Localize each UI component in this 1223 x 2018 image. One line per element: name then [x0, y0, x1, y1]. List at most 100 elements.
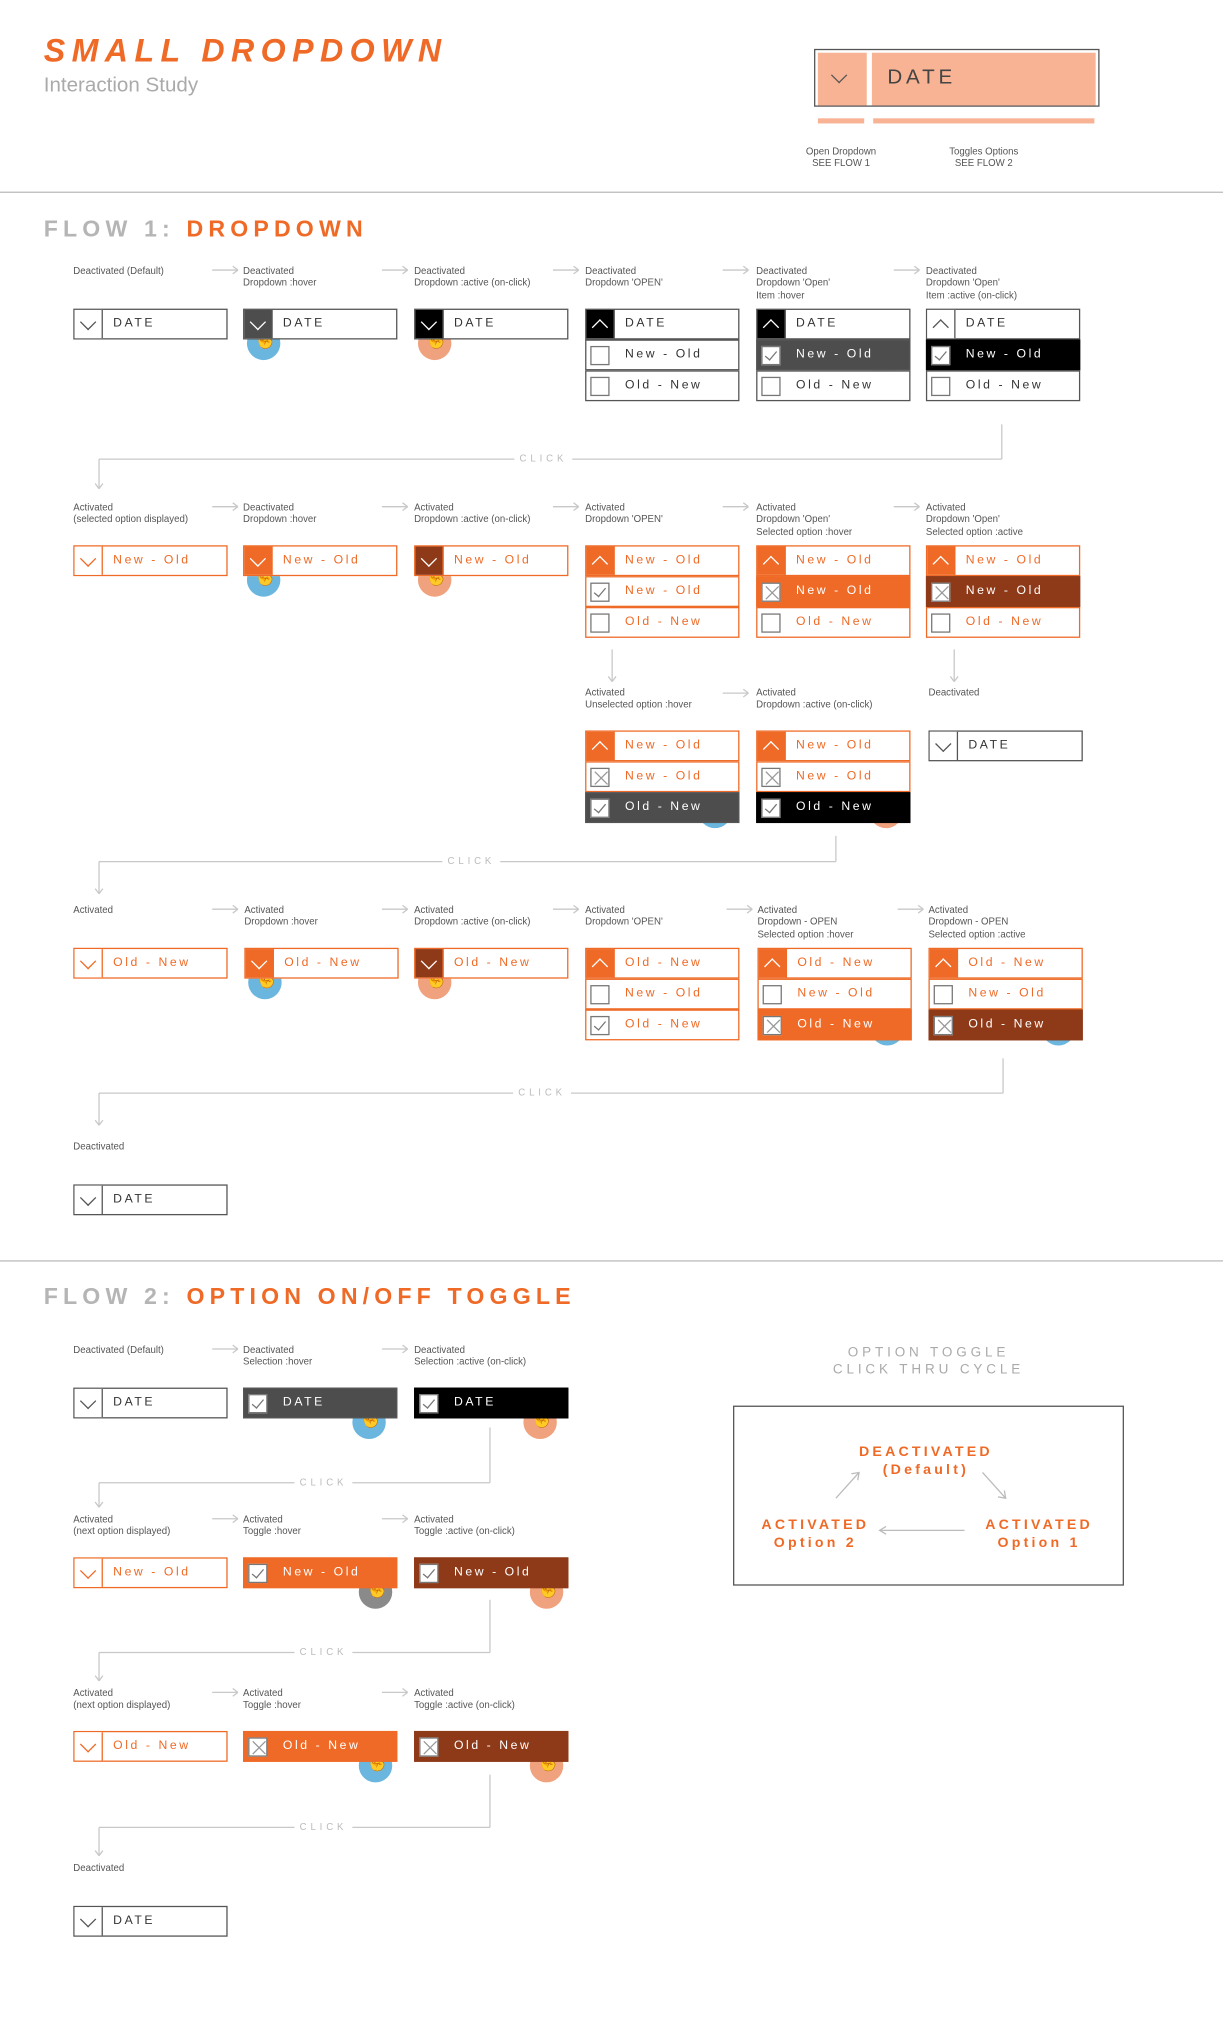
dropdown-option[interactable]: Old - New	[928, 1009, 1083, 1041]
dropdown-field[interactable]: New - Old	[414, 1557, 569, 1589]
dropdown-widget[interactable]: New - Old	[73, 1557, 228, 1589]
state-label: Activated Toggle :hover	[243, 1513, 301, 1538]
dropdown-option[interactable]: New - Old	[585, 978, 740, 1010]
dropdown-field[interactable]: New - Old	[585, 545, 740, 577]
dropdown-option[interactable]: New - Old	[925, 576, 1081, 607]
dropdown-option[interactable]: Old - New	[756, 606, 911, 638]
dropdown-option[interactable]: Old - New	[585, 1009, 740, 1041]
dropdown-option[interactable]: Old - New	[925, 606, 1081, 638]
dropdown-field[interactable]: Old - New	[928, 947, 1083, 979]
dropdown-option[interactable]: Old - New	[756, 792, 911, 824]
dropdown-field[interactable]: Old - New	[757, 947, 912, 979]
dropdown-widget[interactable]: New - Old	[243, 545, 398, 577]
dropdown-option[interactable]: New - Old	[757, 978, 912, 1010]
dropdown-field[interactable]: New - Old	[756, 545, 911, 577]
dropdown-option[interactable]: New - Old	[585, 576, 740, 607]
dropdown-field[interactable]: New - Old	[756, 730, 911, 762]
dropdown-option[interactable]: New - Old	[925, 339, 1081, 371]
dropdown-field[interactable]: New - Old	[73, 545, 228, 577]
dropdown-field[interactable]: Old - New	[243, 1730, 398, 1762]
dropdown-field[interactable]: DATE	[414, 1387, 569, 1419]
dropdown-widget[interactable]: New - Old	[414, 545, 569, 577]
connector-line	[913, 269, 920, 275]
dropdown-field[interactable]: DATE	[73, 1184, 228, 1216]
dropdown-option[interactable]: Old - New	[585, 606, 740, 638]
dropdown-field[interactable]: Old - New	[73, 947, 228, 979]
dropdown-option[interactable]: New - Old	[756, 576, 911, 607]
dropdown-widget[interactable]: Old - New	[414, 1730, 569, 1762]
option-label: Old - New	[796, 378, 874, 393]
dropdown-option[interactable]: New - Old	[756, 339, 911, 371]
dropdown-widget[interactable]: Old - New	[73, 1730, 228, 1762]
dropdown-field[interactable]: DATE	[73, 1905, 228, 1937]
dropdown-field[interactable]: Old - New	[585, 947, 740, 979]
dropdown-widget[interactable]: DATE	[73, 1905, 228, 1937]
dropdown-field[interactable]: New - Old	[243, 1557, 398, 1589]
dropdown-option[interactable]: Old - New	[585, 792, 740, 824]
chevron-down-icon	[74, 1907, 103, 1936]
dropdown-widget[interactable]: DATE	[243, 308, 398, 340]
connector-line	[573, 265, 580, 271]
toggle-cycle-diagram	[733, 1405, 1124, 1586]
connector-line	[402, 1348, 409, 1354]
dropdown-option[interactable]: New - Old	[585, 761, 740, 793]
dropdown-option[interactable]: New - Old	[756, 761, 911, 793]
dropdown-field[interactable]: DATE	[73, 1387, 228, 1419]
dropdown-option[interactable]: Old - New	[585, 370, 740, 402]
dropdown-field[interactable]: New - Old	[243, 545, 398, 577]
dropdown-widget[interactable]: Old - New	[414, 947, 569, 979]
dropdown-field[interactable]: DATE	[243, 308, 398, 340]
dropdown-widget[interactable]: New - Old	[73, 545, 228, 577]
dropdown-widget[interactable]: New - Old	[243, 1557, 398, 1589]
dropdown-field[interactable]: New - Old	[925, 545, 1081, 577]
dropdown-field[interactable]: Old - New	[414, 1730, 569, 1762]
dropdown-option[interactable]: Old - New	[925, 370, 1081, 402]
dropdown-option[interactable]: Old - New	[756, 370, 911, 402]
dropdown-field[interactable]: DATE	[928, 730, 1083, 762]
dropdown-field[interactable]: DATE	[925, 308, 1081, 340]
option-label: New - Old	[624, 986, 703, 1001]
dropdown-widget[interactable]: Old - New	[243, 1730, 398, 1762]
dropdown-field[interactable]: DATE	[756, 308, 911, 340]
dropdown-field[interactable]: DATE	[414, 308, 569, 340]
dropdown-widget[interactable]: Old - New	[73, 947, 228, 979]
option-label: New - Old	[113, 552, 191, 568]
dropdown-widget[interactable]: DATE	[414, 308, 569, 340]
option-label: New - Old	[965, 552, 1044, 568]
dropdown-field[interactable]: New - Old	[585, 730, 740, 762]
dropdown-field[interactable]: DATE	[585, 308, 740, 340]
dropdown-option[interactable]: Old - New	[757, 1009, 912, 1041]
dropdown-option[interactable]: New - Old	[928, 978, 1083, 1010]
dropdown-field[interactable]: Old - New	[244, 947, 399, 979]
dropdown-widget[interactable]: DATE	[73, 1387, 228, 1419]
dropdown-field[interactable]: DATE	[243, 1387, 398, 1419]
dropdown-widget[interactable]: DATE	[243, 1387, 398, 1419]
dropdown-field[interactable]: DATE	[73, 308, 228, 340]
dropdown-field[interactable]: New - Old	[414, 545, 569, 577]
dropdown-option[interactable]: New - Old	[585, 339, 740, 371]
check-icon	[248, 1563, 268, 1584]
dropdown-widget[interactable]: DATE	[414, 1387, 569, 1419]
dropdown-widget[interactable]: Old - New	[244, 947, 399, 979]
connector-line	[98, 1119, 104, 1126]
dropdown-widget[interactable]: New - Old	[414, 1557, 569, 1589]
dropdown-field[interactable]: Old - New	[73, 1730, 228, 1762]
state-label: Activated Dropdown :active (on-click)	[756, 686, 873, 711]
dropdown-widget[interactable]: DATE	[928, 730, 1083, 762]
dropdown-field[interactable]: Old - New	[414, 947, 569, 979]
dropdown-field[interactable]: New - Old	[73, 1557, 228, 1589]
dropdown-widget[interactable]: DATE	[73, 308, 228, 340]
connector-line	[742, 265, 749, 271]
dropdown-widget[interactable]: DATE	[73, 1184, 228, 1216]
